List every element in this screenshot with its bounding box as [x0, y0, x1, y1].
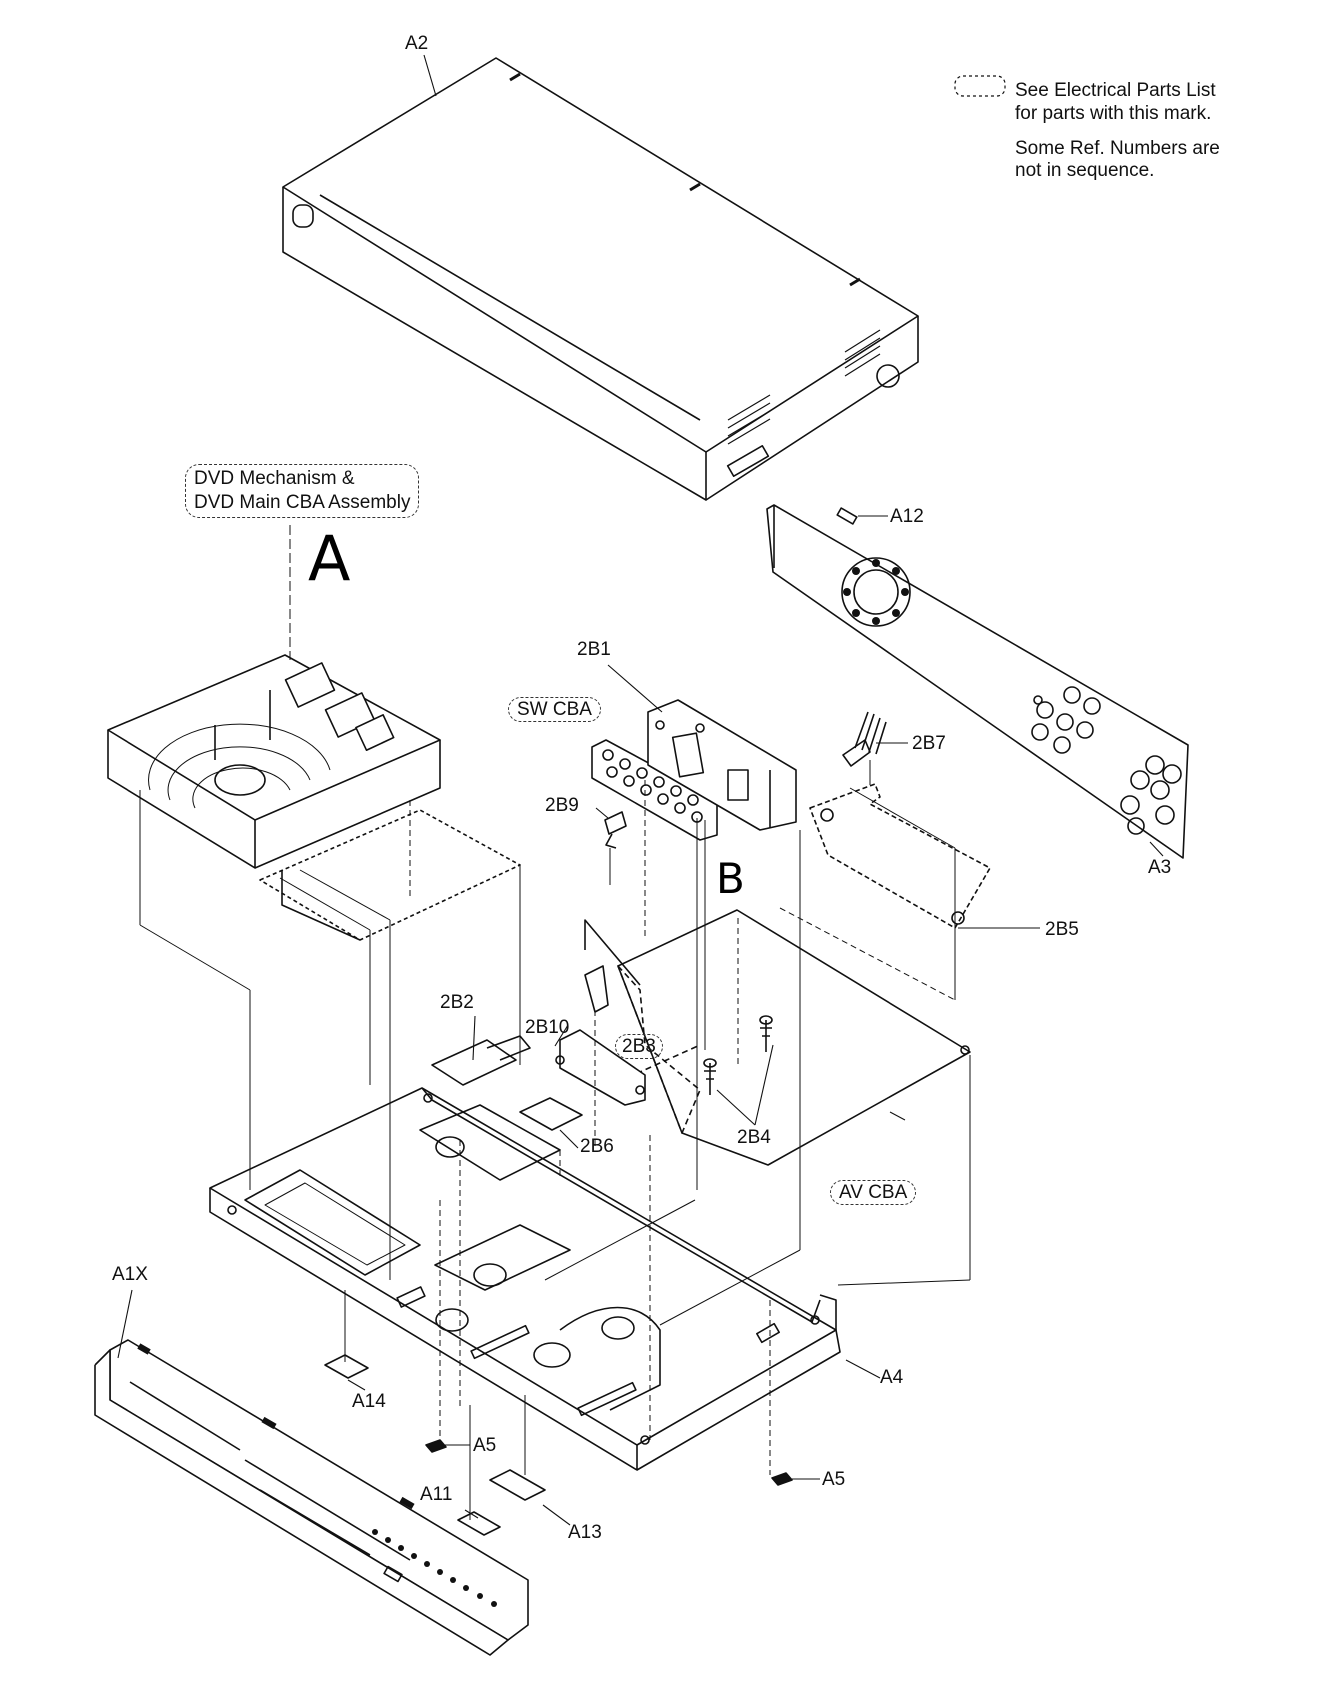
part-label-a5-right: A5: [822, 1469, 846, 1490]
front-panel-a1x: [94, 1339, 529, 1656]
standoffs-2b4: [703, 1015, 773, 1095]
dvd-assembly-callout: DVD Mechanism & DVD Main CBA Assembly: [185, 464, 420, 518]
part-label-a1x: A1X: [112, 1264, 148, 1285]
part-label-a12: A12: [890, 506, 924, 527]
label-a11: [457, 1511, 501, 1536]
part-label-2b9: 2B9: [545, 795, 579, 816]
assembly-guide-lines: [139, 525, 971, 1520]
av-cba-board: [584, 909, 971, 1166]
legend-line-2: for parts with this mark.: [1015, 102, 1212, 124]
label-a13: [489, 1469, 546, 1501]
dvd-callout-line-2: DVD Main CBA Assembly: [194, 491, 411, 513]
part-label-2b4: 2B4: [737, 1127, 771, 1148]
sw-cba-board: [591, 739, 718, 841]
handwritten-letter-b: B: [716, 854, 745, 903]
part-label-a3: A3: [1148, 857, 1172, 878]
bracket-2b1: [647, 699, 797, 831]
bracket-2b3: [555, 1029, 646, 1106]
rear-panel-a3: [766, 504, 1189, 859]
part-label-2b10: 2B10: [525, 1017, 570, 1038]
part-label-2b6: 2B6: [580, 1136, 614, 1157]
dvd-mechanism-assembly: [107, 654, 521, 941]
legend-note: See Electrical Parts List for parts with…: [1015, 80, 1220, 183]
handwritten-letter-a: A: [308, 522, 351, 595]
foot-a5-left: [425, 1439, 447, 1453]
part-label-2b1: 2B1: [577, 639, 611, 660]
insulator-sheet-2b5: [809, 783, 991, 929]
legend-line-4: not in sequence.: [1015, 160, 1155, 182]
clip-2b10: [584, 965, 609, 1013]
foot-a5-right: [771, 1472, 793, 1486]
label-a14: [324, 1354, 369, 1379]
clip-2b9: [604, 811, 627, 849]
part-label-a2: A2: [405, 33, 429, 54]
chassis-a4: [209, 1087, 841, 1471]
part-label-a5-left: A5: [473, 1435, 497, 1456]
av-cba-callout: AV CBA: [830, 1180, 917, 1205]
small-board-2b2: [431, 1035, 531, 1086]
part-label-2b2: 2B2: [440, 992, 474, 1013]
dashed-mark-symbol: [954, 75, 1006, 97]
part-label-a4: A4: [880, 1367, 904, 1388]
label-leader-lines: [117, 54, 1164, 1526]
part-label-a13: A13: [568, 1522, 602, 1543]
part-2b3-callout: 2B3: [615, 1034, 663, 1059]
label-2b6: [519, 1097, 583, 1131]
sw-cba-callout: SW CBA: [508, 697, 601, 722]
top-cover-a2: [282, 57, 919, 501]
part-label-2b7: 2B7: [912, 733, 946, 754]
dvd-callout-line-1: DVD Mechanism &: [194, 468, 355, 489]
legend-line-1: See Electrical Parts List: [1015, 80, 1216, 101]
clip-2b7: [842, 711, 887, 767]
part-label-2b5: 2B5: [1045, 919, 1079, 940]
part-label-a11: A11: [420, 1484, 453, 1505]
part-label-a14: A14: [352, 1391, 386, 1412]
legend-line-3: Some Ref. Numbers are: [1015, 137, 1220, 159]
